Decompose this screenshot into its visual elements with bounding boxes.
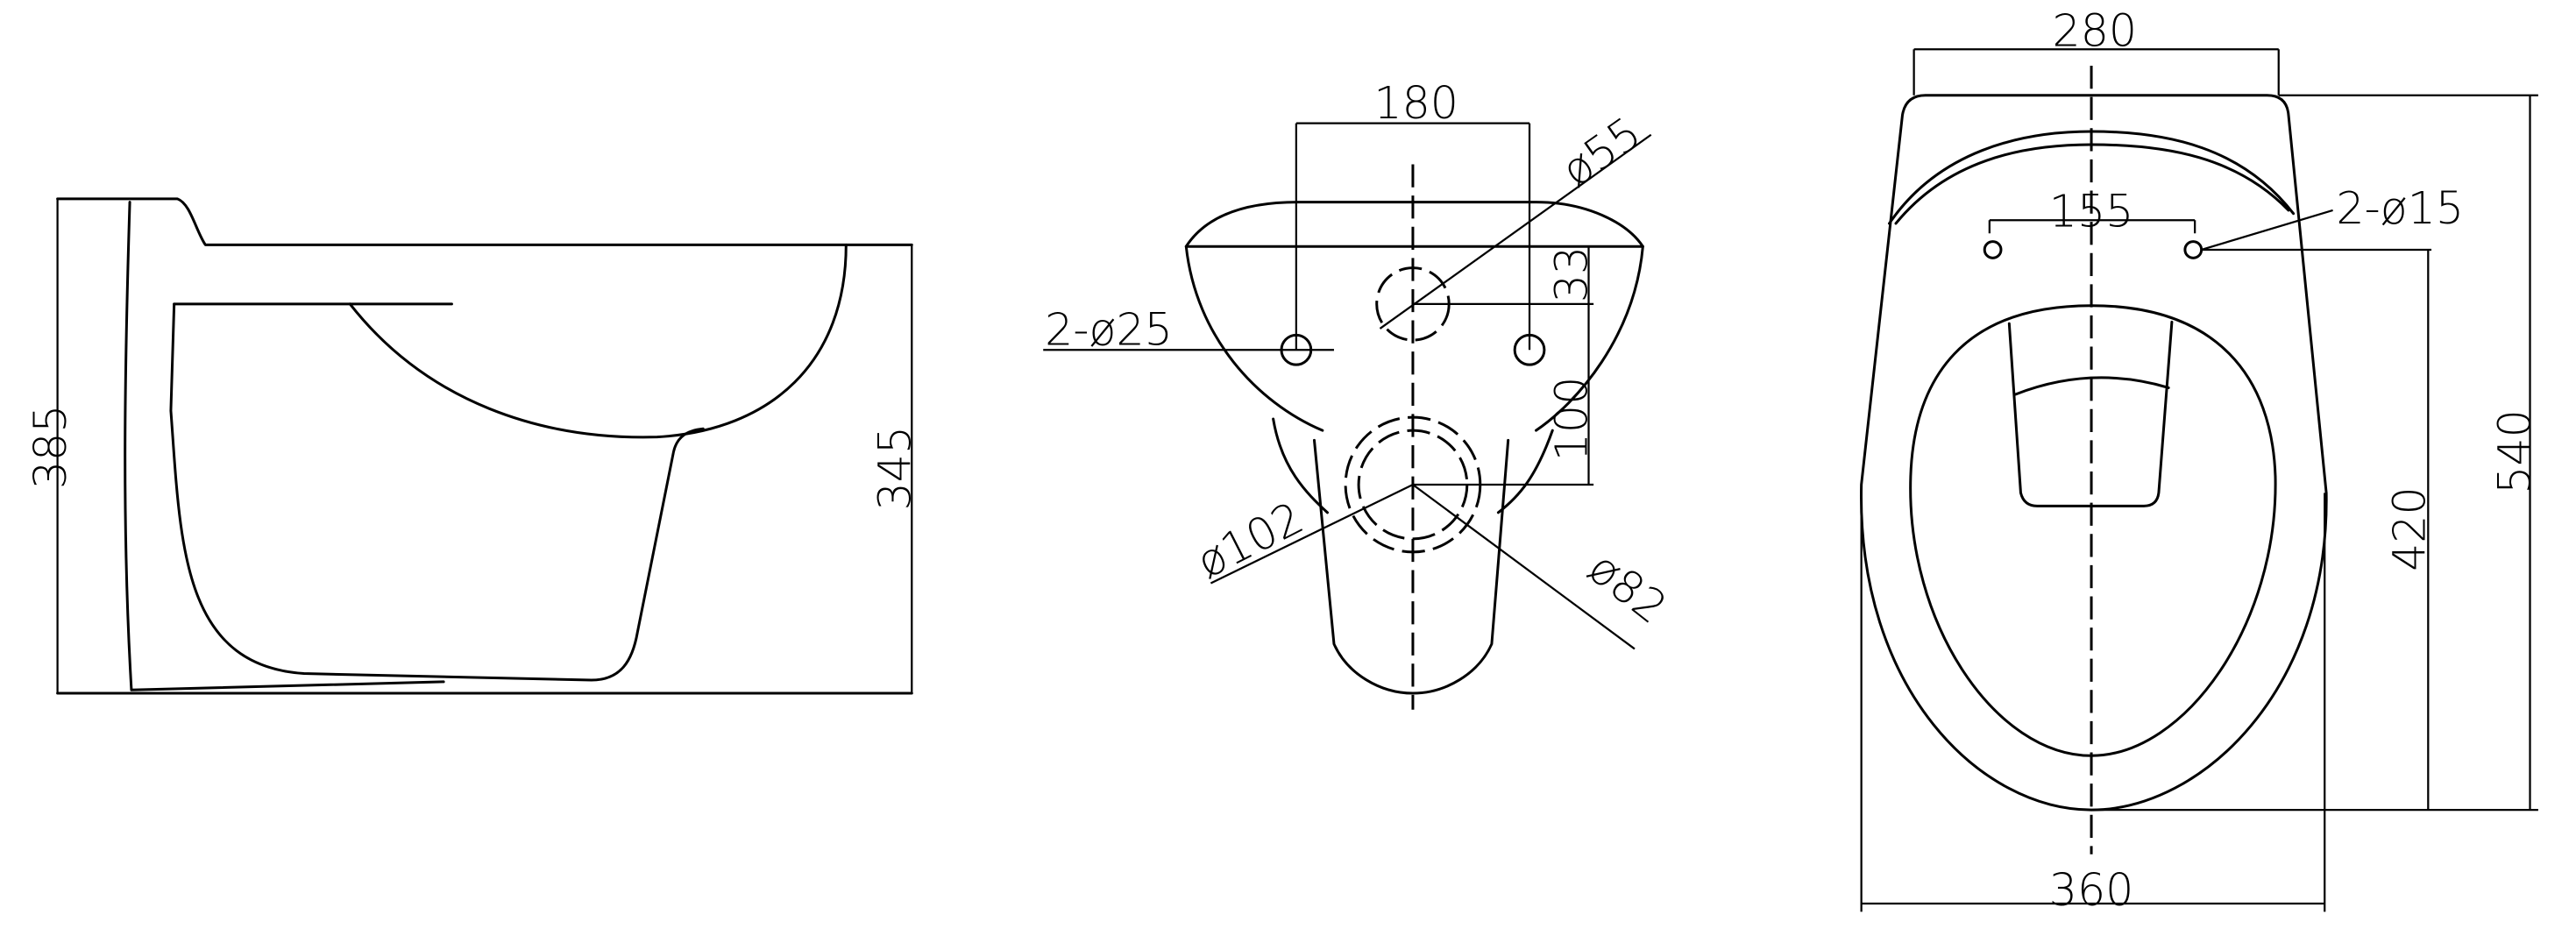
top-rear-shelf xyxy=(2007,320,2174,507)
dimension-540: 540 xyxy=(2489,409,2541,494)
dimension-420: 420 xyxy=(2384,486,2436,571)
dimension-33: 33 xyxy=(1546,246,1598,302)
dimension-102: ø102 xyxy=(1189,492,1311,588)
dimension-155: 155 xyxy=(2049,186,2134,238)
dimension-line-155 xyxy=(1988,219,2196,234)
dimension-385: 385 xyxy=(25,405,76,490)
dimension-line-420 xyxy=(2201,248,2432,811)
dimension-line-540 xyxy=(2091,94,2538,812)
dimension-100: 100 xyxy=(1546,377,1598,462)
top-rear-arc-inner xyxy=(1894,143,2290,225)
side-view: 385 345 xyxy=(25,197,920,695)
leader-55 xyxy=(1379,133,1652,330)
side-back-wall xyxy=(124,201,445,691)
dimension-180: 180 xyxy=(1373,77,1458,129)
rear-body-right xyxy=(1535,245,1644,432)
dimension-345: 345 xyxy=(869,426,920,511)
leader-82 xyxy=(1412,484,1636,650)
dimension-15: 2-ø15 xyxy=(2336,182,2464,234)
dimension-55: ø55 xyxy=(1552,107,1650,197)
dimension-line-180 xyxy=(1295,122,1531,351)
side-trap-outline xyxy=(169,302,705,682)
side-bowl-curve xyxy=(348,243,848,439)
rear-body-left xyxy=(1184,245,1324,432)
rear-view: 180 ø55 33 100 2-ø25 ø102 ø82 xyxy=(1043,77,1677,710)
seat-hole-right xyxy=(2183,240,2203,259)
dimension-line-33-100 xyxy=(1412,245,1594,486)
leader-15 xyxy=(2201,209,2333,252)
dimension-360: 360 xyxy=(2049,864,2134,916)
top-bowl-opening xyxy=(1909,304,2277,757)
leader-102 xyxy=(1210,483,1414,585)
dimension-280: 280 xyxy=(2053,5,2138,57)
top-view: 280 155 2-ø15 540 420 360 xyxy=(1860,5,2541,916)
rear-top-outline xyxy=(1184,201,1644,248)
dimension-82: ø82 xyxy=(1579,542,1676,634)
dimension-25: 2-ø25 xyxy=(1045,304,1173,356)
top-rear-arc-outer xyxy=(1888,130,2296,225)
dimension-line-360 xyxy=(1860,484,2326,912)
side-outline-top xyxy=(56,197,913,246)
seat-hole-left xyxy=(1983,240,2003,259)
dimension-line-280 xyxy=(1912,48,2280,96)
rear-stem xyxy=(1272,417,1554,695)
